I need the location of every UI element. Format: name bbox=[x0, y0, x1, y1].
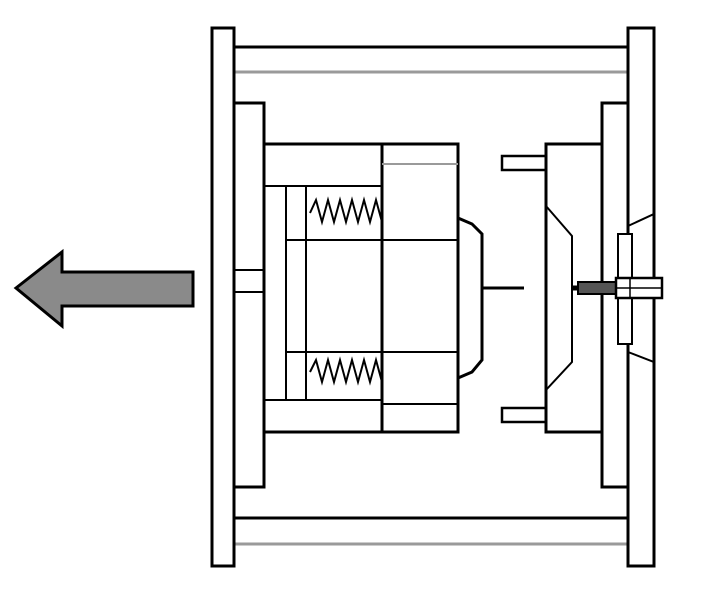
moving-platen bbox=[210, 26, 266, 568]
ejector-box bbox=[262, 142, 384, 434]
tie-bars bbox=[234, 45, 628, 546]
lower-spring bbox=[309, 356, 391, 386]
left-arrow-icon bbox=[13, 248, 195, 330]
nozzle bbox=[577, 276, 664, 300]
molded-part bbox=[457, 216, 484, 380]
upper-spring bbox=[309, 196, 391, 226]
core-insert bbox=[380, 142, 524, 434]
